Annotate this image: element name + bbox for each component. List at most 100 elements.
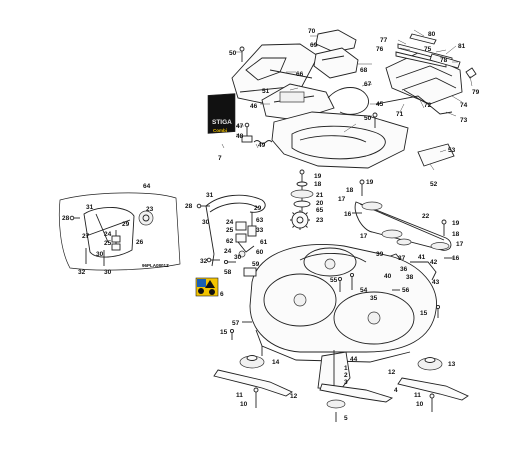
screw-part xyxy=(352,212,454,259)
callout-76: 76 xyxy=(376,46,384,53)
callout-36: 36 xyxy=(400,266,408,273)
callout-70: 70 xyxy=(308,28,316,35)
bar-part xyxy=(409,33,437,45)
callout-69: 69 xyxy=(310,42,318,49)
callout-44: 44 xyxy=(350,356,358,363)
blade-part xyxy=(397,377,469,401)
lift-lever-part xyxy=(261,83,335,121)
callout-5: 5 xyxy=(344,415,348,422)
callout-2: 2 xyxy=(344,372,348,379)
brand-label-line1: Combi xyxy=(213,128,227,133)
callout-80: 80 xyxy=(428,31,436,38)
callout-6: 6 xyxy=(220,291,224,298)
callout-21: 21 xyxy=(316,192,324,199)
callout-10-left: 10 xyxy=(240,401,248,408)
callout-18-c: 18 xyxy=(452,231,460,238)
callout-18-b: 18 xyxy=(346,187,354,194)
callout-24-inset: 24 xyxy=(104,231,112,238)
brand-logo-text: STIGA xyxy=(212,119,232,126)
callout-24-b: 24 xyxy=(224,248,232,255)
callout-17-a: 17 xyxy=(338,196,346,203)
callout-30-inset-a: 30 xyxy=(96,251,104,258)
callout-30-a: 30 xyxy=(202,219,210,226)
rod-part xyxy=(269,69,313,79)
callout-63: 63 xyxy=(256,217,264,224)
callout-61: 61 xyxy=(260,239,268,246)
leader-lines xyxy=(221,29,473,171)
screw-part xyxy=(206,257,220,263)
callout-25-inset: 25 xyxy=(104,240,112,247)
callout-55: 55 xyxy=(330,277,338,284)
callout-40: 40 xyxy=(384,273,392,280)
callout-64: 64 xyxy=(143,183,151,190)
callout-46: 46 xyxy=(250,103,258,110)
screw-part xyxy=(359,179,447,236)
callout-22: 22 xyxy=(422,213,430,220)
callout-26-inset: 26 xyxy=(136,239,144,246)
callout-60: 60 xyxy=(256,249,264,256)
tension-arm-part xyxy=(410,261,437,281)
callout-16-a: 16 xyxy=(344,211,352,218)
idler-pulley-part xyxy=(361,201,450,250)
cutting-deck-part xyxy=(249,244,437,363)
callout-72: 72 xyxy=(424,102,432,109)
callout-31: 31 xyxy=(206,192,214,199)
screw-part xyxy=(372,112,378,128)
callout-54: 54 xyxy=(360,287,368,294)
callout-17-c: 17 xyxy=(456,241,464,248)
callout-41: 41 xyxy=(418,254,426,261)
callout-31-inset: 31 xyxy=(86,204,94,211)
callout-10-right: 10 xyxy=(416,401,424,408)
callout-79: 79 xyxy=(472,89,480,96)
callout-16-b: 16 xyxy=(452,255,460,262)
blade-part xyxy=(213,369,293,397)
pin-part xyxy=(241,122,253,143)
rod-part xyxy=(375,95,453,115)
callout-43: 43 xyxy=(432,279,440,286)
screw-part xyxy=(435,304,441,318)
callout-39: 39 xyxy=(376,251,384,258)
callout-53: 53 xyxy=(448,147,456,154)
cable-part xyxy=(327,87,369,115)
callout-75: 75 xyxy=(424,46,432,53)
plate-part xyxy=(429,53,461,69)
callout-19-c: 19 xyxy=(452,220,460,227)
callout-24: 24 xyxy=(226,219,234,226)
screw-part xyxy=(239,46,245,62)
callout-47: 47 xyxy=(236,123,244,130)
deck-frame-part xyxy=(271,111,409,169)
blade-hub-part xyxy=(239,355,443,371)
inset-code-text: 96PLA0801Z xyxy=(142,263,169,268)
callout-14: 14 xyxy=(272,359,280,366)
callout-12-left: 12 xyxy=(290,393,298,400)
callout-59: 59 xyxy=(252,261,260,268)
callout-7: 7 xyxy=(218,155,222,162)
spring-part xyxy=(253,140,273,144)
callout-15-a: 15 xyxy=(220,329,228,336)
callout-17-b: 17 xyxy=(360,233,368,240)
callout-42: 42 xyxy=(430,259,438,266)
callout-67: 67 xyxy=(364,81,372,88)
callout-52: 52 xyxy=(430,181,438,188)
rod-part xyxy=(403,89,425,103)
screw-part xyxy=(229,321,252,340)
callout-51: 51 xyxy=(262,88,270,95)
guard-part xyxy=(417,143,455,167)
callout-58: 58 xyxy=(224,269,232,276)
callout-32: 32 xyxy=(200,258,208,265)
callout-38: 38 xyxy=(406,274,414,281)
clip-part xyxy=(465,67,477,79)
brand-label-part: STIGA Combi ... xyxy=(207,93,236,139)
callout-11-right: 11 xyxy=(414,392,421,399)
callout-37: 37 xyxy=(398,255,406,262)
callout-28-inset: 28 xyxy=(62,215,70,222)
center-spindle-part xyxy=(317,350,351,422)
callout-48: 48 xyxy=(236,133,244,140)
callout-32-inset: 32 xyxy=(78,269,86,276)
callout-13: 13 xyxy=(448,361,456,368)
pulley-stack-part xyxy=(290,169,314,214)
screw-part xyxy=(253,387,435,412)
bracket-cluster-part xyxy=(235,212,257,258)
warning-label-part xyxy=(195,277,219,297)
